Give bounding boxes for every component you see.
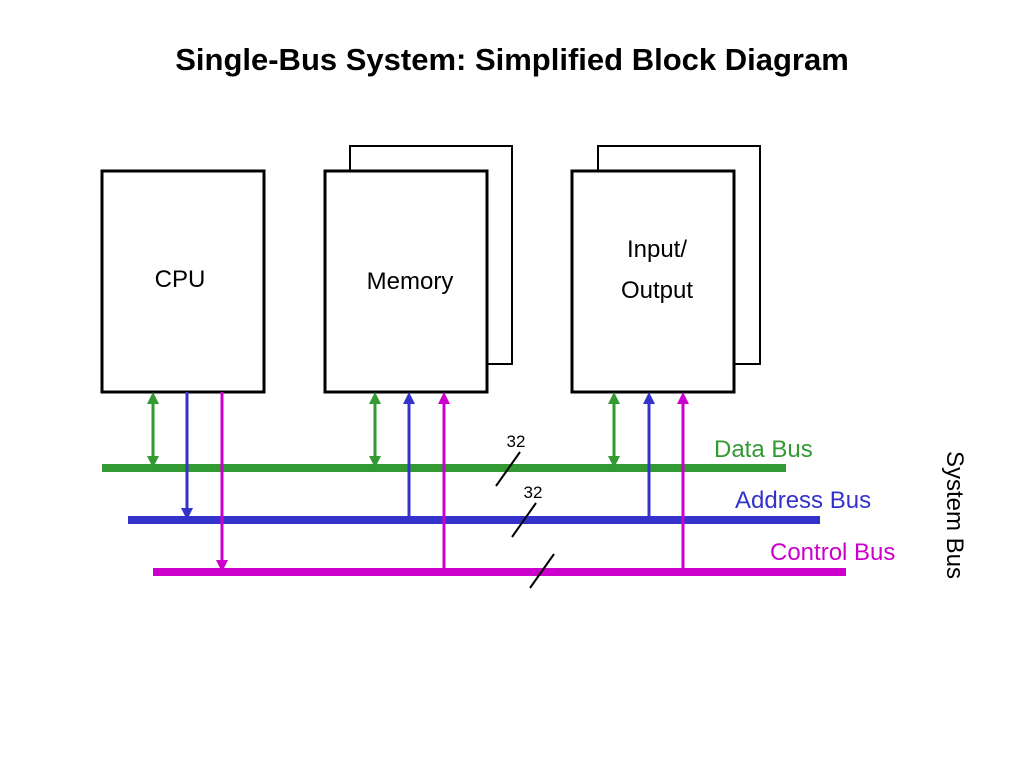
memory-address-connector (403, 392, 415, 520)
io-block (570, 169, 736, 394)
data-bus-label: Data Bus (714, 436, 813, 463)
memory-stack-shadow (349, 145, 513, 365)
io-address-connector (643, 392, 655, 520)
address-bus-width-slash (511, 502, 537, 538)
io-control-connector (677, 392, 689, 572)
cpu-address-connector (181, 392, 193, 520)
io-stack-shadow (597, 145, 761, 365)
page-title: Single-Bus System: Simplified Block Diag… (175, 42, 849, 77)
memory-label: Memory (367, 268, 454, 295)
data-bus-width-label: 32 (507, 432, 526, 451)
memory-data-connector (369, 392, 381, 468)
address-bus-label: Address Bus (735, 487, 871, 514)
io-data-connector (608, 392, 620, 468)
cpu-label: CPU (155, 266, 206, 293)
data-bus-width-slash (495, 451, 521, 487)
cpu-control-connector (216, 392, 228, 572)
address-bus-width-label: 32 (524, 483, 543, 502)
system-bus-label: System Bus (941, 451, 968, 579)
io-label-line1: Input/ (627, 236, 687, 263)
control-bus-label: Control Bus (770, 539, 895, 566)
control-bus-width-slash (529, 553, 555, 589)
cpu-block (100, 169, 266, 394)
io-label-line2: Output (621, 277, 693, 304)
memory-block (323, 169, 489, 394)
bus-connections (147, 392, 689, 572)
memory-control-connector (438, 392, 450, 572)
cpu-data-connector (147, 392, 159, 468)
